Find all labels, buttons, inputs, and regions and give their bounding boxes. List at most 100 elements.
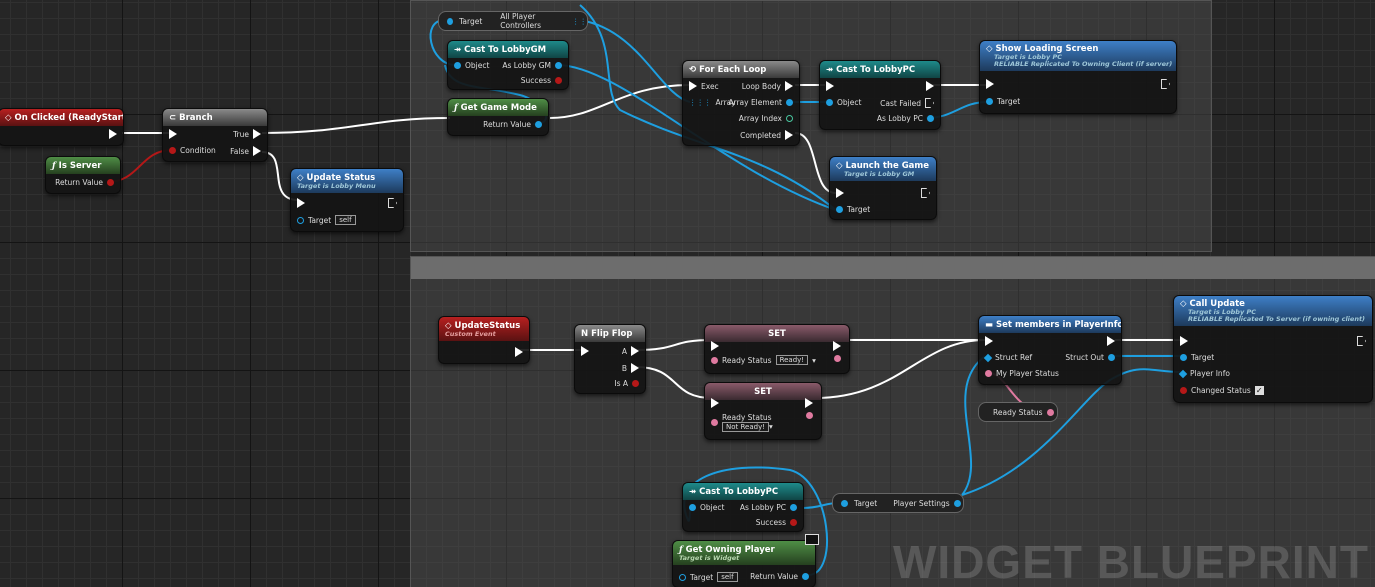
b-exec-pin[interactable] <box>631 363 639 373</box>
ready-status-out-pin[interactable] <box>806 412 813 419</box>
target-pin[interactable] <box>841 499 848 507</box>
ready-status-dropdown[interactable]: Ready! <box>775 355 809 365</box>
node-set-members-playerinfo[interactable]: ▬Set members in PlayerInfo Struct Ref St… <box>978 315 1122 385</box>
node-cast-to-lobbypc-top[interactable]: ↠Cast To LobbyPC Object Cast Failed As L… <box>819 60 941 130</box>
exec-in-pin[interactable] <box>689 81 697 91</box>
ready-status-out-pin[interactable] <box>1046 408 1054 416</box>
node-show-loading-screen[interactable]: ◇Show Loading Screen Target is Lobby PC … <box>979 40 1177 114</box>
ready-status-out-pin[interactable] <box>834 355 841 362</box>
node-for-each-loop[interactable]: ⟲For Each Loop Exec ⋮⋮⋮Array Loop Body A… <box>682 60 800 146</box>
target-pin[interactable] <box>836 206 843 213</box>
event-diamond-icon: ◇ <box>445 320 452 331</box>
function-call-icon: ◇ <box>1180 299 1187 309</box>
exec-in-pin[interactable] <box>836 188 844 198</box>
struct-out-pin[interactable] <box>1108 354 1115 361</box>
as-lobby-pc-pin[interactable] <box>927 115 934 122</box>
object-in-pin[interactable] <box>826 99 833 106</box>
return-value-pin[interactable] <box>802 573 809 580</box>
ready-status-pin[interactable] <box>711 356 718 364</box>
completed-pin[interactable] <box>785 130 793 140</box>
exec-out-pin[interactable] <box>1161 79 1170 89</box>
exec-out-pin[interactable] <box>833 341 841 351</box>
exec-out-pin[interactable] <box>515 347 523 357</box>
exec-in-pin[interactable] <box>985 336 993 346</box>
object-in-pin[interactable] <box>689 504 696 511</box>
true-exec-pin[interactable] <box>253 129 261 139</box>
exec-out-pin[interactable] <box>805 398 813 408</box>
player-settings-pin[interactable] <box>953 499 961 507</box>
exec-out-pin[interactable] <box>1107 336 1115 346</box>
node-subtitle: Target is Lobby PC <box>1188 308 1256 316</box>
as-lobby-pc-pin[interactable] <box>790 504 797 511</box>
node-subtitle-replication: RELIABLE Replicated To Owning Client (if… <box>994 60 1173 68</box>
exec-in-pin[interactable] <box>169 129 177 139</box>
exec-in-pin[interactable] <box>1180 336 1188 346</box>
node-get-ready-status[interactable]: Ready Status <box>978 402 1058 422</box>
node-cast-to-lobbypc-bottom[interactable]: ↠Cast To LobbyPC Object As Lobby PC Succ… <box>682 482 804 532</box>
exec-in-pin[interactable] <box>297 198 305 208</box>
node-call-update[interactable]: ◇Call Update Target is Lobby PC RELIABLE… <box>1173 295 1373 403</box>
target-pin[interactable] <box>986 98 993 105</box>
array-element-pin[interactable] <box>786 99 793 106</box>
success-pin[interactable] <box>555 77 562 84</box>
exec-in-pin[interactable] <box>986 79 994 89</box>
exec-out-pin[interactable] <box>109 129 117 139</box>
node-launch-the-game[interactable]: ◇Launch the Game Target is Lobby GM Targ… <box>829 156 937 220</box>
player-info-pin[interactable] <box>1178 369 1188 378</box>
exec-in-pin[interactable] <box>711 341 719 351</box>
node-update-status-event[interactable]: ◇UpdateStatus Custom Event <box>438 316 530 364</box>
pin-label: Target <box>854 498 878 508</box>
condition-pin[interactable] <box>169 147 176 154</box>
exec-in-pin[interactable] <box>711 398 719 408</box>
target-pin[interactable] <box>447 17 454 25</box>
node-get-player-settings[interactable]: Target Player Settings <box>832 493 964 513</box>
array-pin-icon[interactable]: ⋮⋮ <box>572 16 587 26</box>
node-branch[interactable]: ⊂Branch Condition True False <box>162 108 268 162</box>
node-cast-to-lobbygm[interactable]: ↠Cast To LobbyGM Object As Lobby GM Succ… <box>447 40 569 90</box>
node-update-status-call[interactable]: ◇Update Status Target is Lobby Menu Targ… <box>290 168 404 232</box>
chevron-down-icon[interactable]: ▾ <box>769 422 773 431</box>
exec-out-pin[interactable] <box>388 198 397 208</box>
return-value-pin[interactable] <box>535 121 542 128</box>
exec-in-pin[interactable] <box>826 81 834 91</box>
cast-failed-pin[interactable] <box>925 98 934 108</box>
comment-box-header[interactable] <box>411 257 1375 279</box>
object-in-pin[interactable] <box>454 62 461 69</box>
array-index-pin[interactable] <box>786 115 793 122</box>
target-default-value[interactable]: self <box>717 572 738 582</box>
my-player-status-pin[interactable] <box>985 370 992 377</box>
target-pin[interactable] <box>1180 354 1187 361</box>
exec-out-pin[interactable] <box>921 188 930 198</box>
a-exec-pin[interactable] <box>631 346 639 356</box>
node-get-all-player-controllers[interactable]: Target All Player Controllers ⋮⋮ <box>438 11 588 31</box>
node-on-clicked[interactable]: ◇On Clicked (ReadyStart) <box>0 108 124 146</box>
pin-label: Ready Status <box>722 413 772 422</box>
ready-status-dropdown[interactable]: Not Ready! <box>722 422 770 432</box>
ready-status-pin[interactable] <box>711 418 718 426</box>
exec-out-pin[interactable] <box>926 81 934 91</box>
target-pin[interactable] <box>297 216 304 224</box>
chevron-down-icon[interactable]: ▾ <box>812 355 816 365</box>
node-title: UpdateStatus <box>454 320 521 331</box>
is-a-pin[interactable] <box>632 380 639 387</box>
struct-ref-pin[interactable] <box>983 353 993 362</box>
loop-body-pin[interactable] <box>785 81 793 91</box>
success-pin[interactable] <box>790 519 797 526</box>
as-lobby-gm-pin[interactable] <box>555 62 562 69</box>
exec-out-pin[interactable] <box>1357 336 1366 346</box>
false-exec-pin[interactable] <box>253 146 261 156</box>
target-pin[interactable] <box>679 573 686 581</box>
exec-in-pin[interactable] <box>581 346 589 356</box>
bool-out-pin[interactable] <box>107 179 114 186</box>
target-default-value[interactable]: self <box>335 215 356 225</box>
array-pin-icon[interactable]: ⋮⋮⋮ <box>689 98 712 107</box>
changed-status-pin[interactable] <box>1180 387 1187 394</box>
changed-status-checkbox[interactable]: ✓ <box>1254 386 1264 395</box>
